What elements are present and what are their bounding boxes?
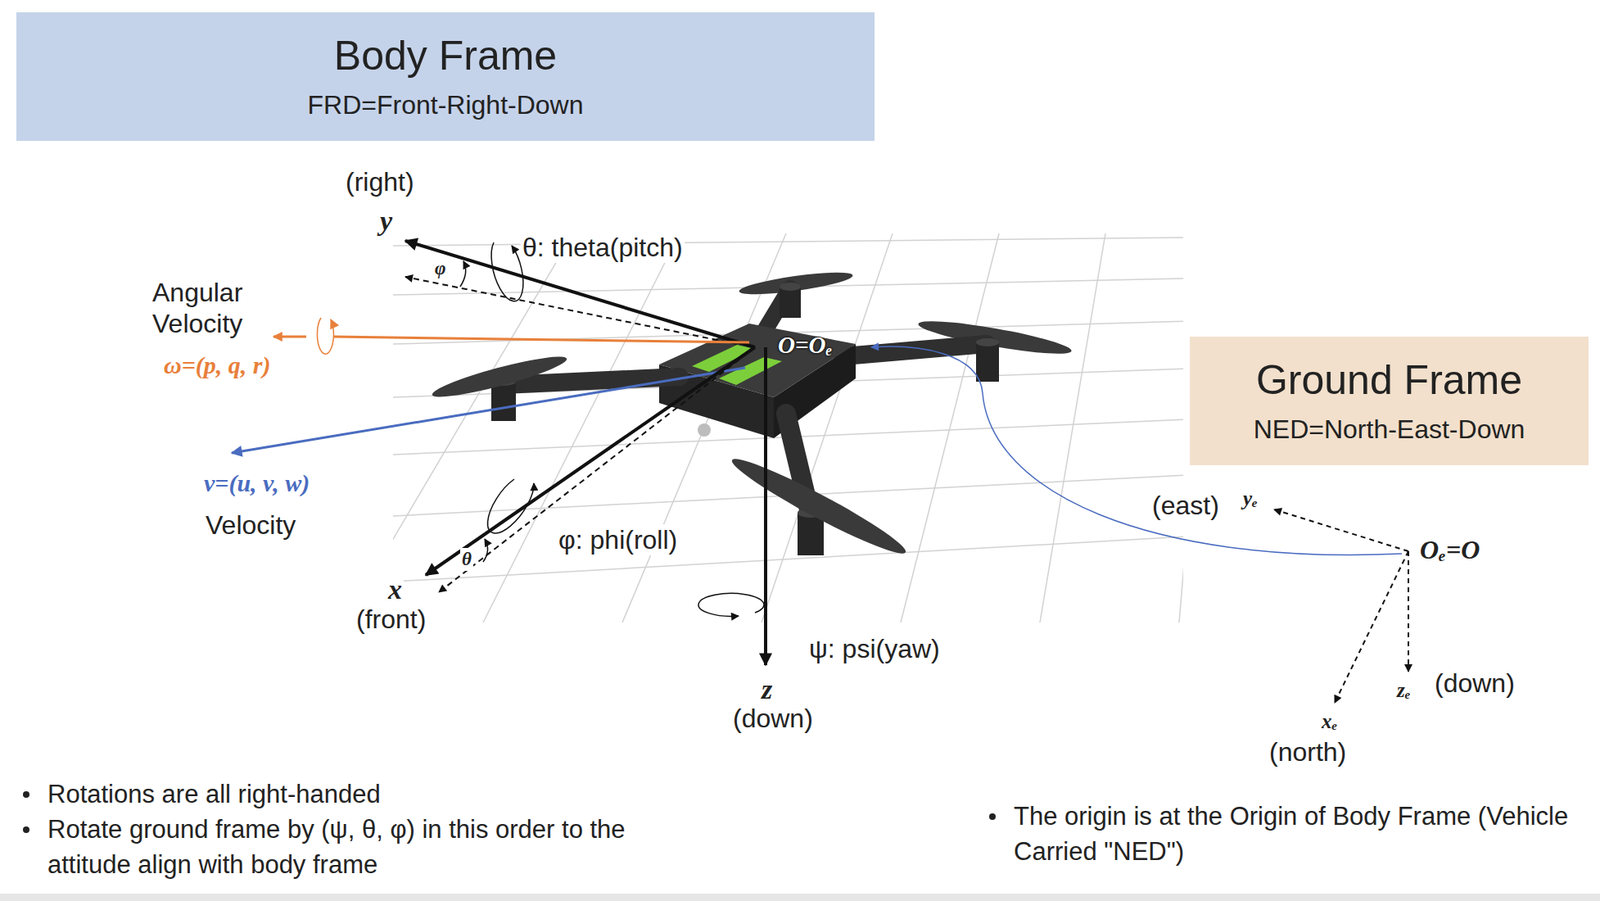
frame-title: Body Frame	[334, 32, 557, 81]
bottom-bar	[0, 893, 1600, 901]
frame-title-band: Ground FrameNED=North-East-Down	[1189, 336, 1589, 466]
drone-illustration	[429, 267, 1073, 562]
angle-arc	[460, 261, 466, 287]
note-bullet: Rotations are all right-handed	[16, 776, 785, 812]
axis-name: zₑ	[1395, 677, 1413, 703]
angular-velocity-arrow	[273, 335, 307, 339]
angle-arc	[483, 538, 489, 562]
frame-subtitle: NED=North-East-Down	[1253, 414, 1526, 445]
frame-title: Ground Frame	[1256, 357, 1523, 405]
z-axis	[763, 347, 768, 665]
camera	[697, 423, 711, 437]
origin-label: Oₑ=O	[1418, 533, 1482, 565]
angular-velocity-vector	[334, 336, 750, 343]
down-axis	[1407, 551, 1410, 672]
axis-name: z	[759, 673, 774, 707]
east-axis	[1274, 509, 1409, 552]
x-axis	[425, 347, 755, 575]
note-bullet: The origin is at the Origin of Body Fram…	[982, 798, 1600, 870]
rotation-arrow	[488, 479, 534, 534]
axis-direction-label: (right)	[343, 166, 416, 198]
motor	[491, 381, 516, 421]
rotation-arrow	[491, 242, 524, 302]
ground-grid	[393, 233, 1184, 623]
angle-symbol: φ	[433, 257, 448, 281]
rotation-label: ψ: psi(yaw)	[807, 632, 942, 665]
vector-caption: Angular Velocity	[150, 276, 269, 340]
drone-arm	[843, 343, 987, 357]
axis-direction-label: (east)	[1150, 489, 1221, 521]
axis-direction-label: (down)	[731, 702, 815, 734]
reference-axis	[405, 276, 737, 344]
axis-direction-label: (down)	[1432, 667, 1517, 699]
axis-name: xₑ	[1319, 709, 1339, 734]
axis-name: y	[378, 204, 394, 239]
propeller	[429, 349, 570, 403]
rotation-label: φ: phi(roll)	[556, 524, 679, 556]
vector-label: v=(u, v, w)	[202, 468, 312, 498]
motor	[976, 342, 999, 382]
body-axes	[231, 240, 766, 665]
motor	[779, 286, 801, 318]
propeller	[726, 449, 911, 562]
origin-label: O=Oₑ	[777, 330, 832, 360]
axis-direction-label: (north)	[1267, 736, 1348, 768]
rotation-arrow	[698, 592, 764, 616]
note-bullet: Rotate ground frame by (ψ, θ, φ) in this…	[16, 811, 669, 883]
rotation-arrow	[316, 317, 334, 354]
reference-axis	[438, 347, 755, 593]
axis-name: x	[386, 573, 404, 607]
frame-subtitle: FRD=Front-Right-Down	[307, 90, 584, 121]
rotation-label: θ: theta(pitch)	[520, 231, 685, 263]
angle-symbol: θ	[460, 547, 474, 571]
vector-caption: Velocity	[203, 509, 298, 541]
vector-label: ω=(p, q, r)	[162, 350, 272, 380]
axis-direction-label: (front)	[354, 603, 428, 635]
velocity-vector	[231, 367, 746, 453]
frame-title-band: Body FrameFRD=Front-Right-Down	[16, 12, 875, 141]
axis-name: yₑ	[1241, 486, 1260, 511]
